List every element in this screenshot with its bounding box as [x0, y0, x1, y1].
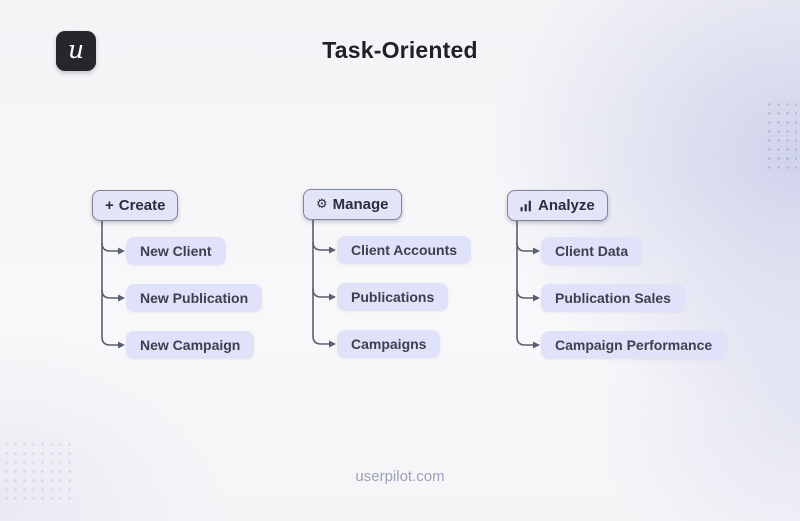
bar-chart-icon — [520, 200, 531, 211]
node-analyze: Analyze — [507, 190, 608, 221]
dot-grid-top-right — [765, 100, 797, 174]
node-label: Create — [118, 197, 166, 214]
node-label: Manage — [332, 196, 389, 213]
node-client-data: Client Data — [541, 237, 643, 265]
node-client-accounts: Client Accounts — [337, 236, 472, 264]
userpilot-logo: u — [56, 31, 96, 71]
dot-grid-bottom-left — [2, 440, 76, 502]
node-new-client: New Client — [126, 237, 226, 265]
plus-icon: + — [105, 197, 114, 214]
node-new-publication: New Publication — [126, 284, 263, 312]
tree-analyze: Analyze Client Data Publication Sales Ca… — [507, 190, 767, 360]
node-campaigns: Campaigns — [337, 330, 441, 358]
tree-manage: ⚙ Manage Client Accounts Publications Ca… — [303, 189, 563, 359]
footer-url: userpilot.com — [355, 468, 445, 485]
node-label: Analyze — [538, 197, 595, 214]
node-new-campaign: New Campaign — [126, 331, 255, 359]
gear-icon: ⚙ — [316, 197, 328, 212]
node-campaign-performance: Campaign Performance — [541, 331, 727, 359]
tree-connector — [101, 220, 125, 349]
node-create: + Create — [92, 190, 179, 221]
node-publications: Publications — [337, 283, 449, 311]
tree-connector — [312, 219, 336, 348]
page-title: Task-Oriented — [322, 37, 478, 63]
tree-create: + Create New Client New Publication New … — [92, 190, 352, 360]
node-publication-sales: Publication Sales — [541, 284, 685, 312]
node-manage: ⚙ Manage — [303, 189, 402, 220]
tree-connector — [516, 220, 540, 349]
logo-letter: u — [67, 35, 85, 64]
